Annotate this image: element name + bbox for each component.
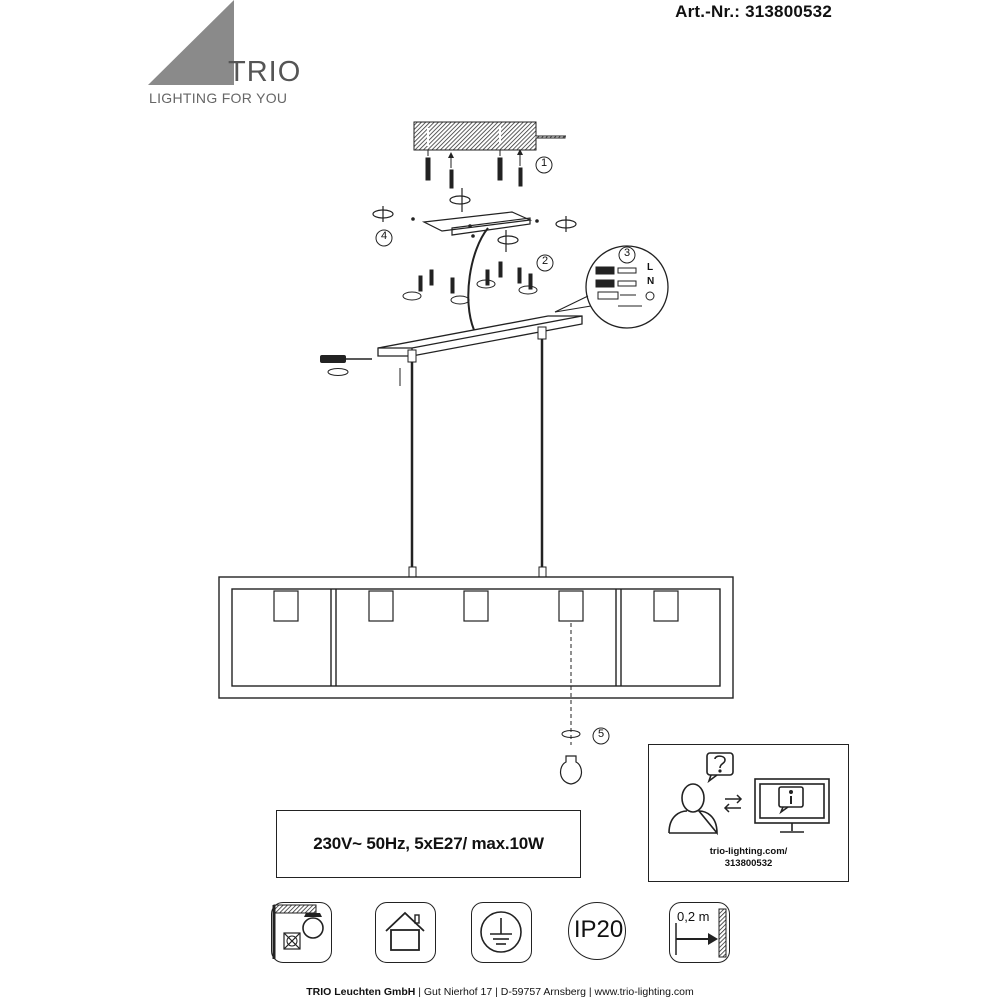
monitor-info-icon [754, 778, 830, 833]
step-marker-1 [535, 156, 553, 174]
bulb-insertion [560, 623, 582, 785]
exchange-arrows-icon [723, 794, 743, 813]
screwdriver [320, 355, 401, 386]
info-url-line1[interactable]: trio-lighting.com/ [709, 846, 788, 857]
cable-holder-right [537, 326, 547, 340]
cable-holder-left [407, 349, 417, 363]
step-marker-4 [375, 229, 393, 247]
online-info-box: trio-lighting.com/ 313800532 [648, 744, 849, 882]
wiring-neutral-label: N [647, 276, 655, 287]
footer-separator-1: | [415, 986, 424, 998]
step-marker-3 [618, 246, 636, 264]
ip20-circle [568, 902, 626, 960]
power-cable [467, 227, 489, 331]
footer-company: TRIO Leuchten GmbH [306, 986, 416, 998]
lamp-frame [218, 576, 734, 699]
brand-tagline: LIGHTING FOR YOU [149, 90, 288, 106]
canopy [377, 315, 583, 357]
electrical-spec: 230V~ 50Hz, 5xE27/ max.10W [313, 834, 544, 853]
footer-website[interactable]: www.trio-lighting.com [594, 986, 694, 998]
article-number: Art.-Nr.: 313800532 [675, 2, 832, 21]
step-number-2: 2 [541, 255, 549, 267]
min-distance-icon: 0,2 m [669, 902, 730, 963]
person-question-icon [668, 752, 734, 836]
step-marker-5 [592, 727, 610, 745]
bracket-screws [402, 261, 538, 305]
step-number-1: 1 [540, 157, 548, 169]
footer-separator-3: | [585, 986, 595, 998]
trio-logo-triangle [148, 0, 234, 85]
step-marker-2 [536, 254, 554, 272]
info-url[interactable]: trio-lighting.com/ 313800532 [649, 846, 848, 870]
indoor-use-icon [375, 902, 436, 963]
brand-name: TRIO [228, 56, 302, 88]
suspension-rods [408, 339, 547, 578]
mounting-bracket [372, 188, 577, 252]
ip20-icon: IP20 [568, 902, 629, 963]
ip-rating: IP20 [573, 916, 624, 943]
footer-address: Gut Nierhof 17 [423, 986, 493, 998]
no-dimmer-icon [271, 902, 332, 963]
step-number-5: 5 [597, 728, 605, 740]
protective-earth-icon [471, 902, 532, 963]
info-url-line2[interactable]: 313800532 [724, 858, 773, 869]
lamp-shades [273, 590, 679, 622]
footer: TRIO Leuchten GmbH | Gut Nierhof 17 | D-… [0, 986, 1000, 998]
wiring-detail [554, 245, 669, 329]
electrical-spec-box: 230V~ 50Hz, 5xE27/ max.10W [276, 810, 581, 878]
footer-city: D-59757 Arnsberg [500, 986, 586, 998]
step-number-4: 4 [380, 230, 388, 242]
min-distance: 0,2 m [677, 909, 710, 924]
ceiling [413, 121, 566, 151]
wiring-live-label: L [647, 262, 654, 273]
step-number-3: 3 [623, 247, 631, 259]
footer-separator-2: | [492, 986, 501, 998]
wall-plugs [425, 149, 523, 189]
